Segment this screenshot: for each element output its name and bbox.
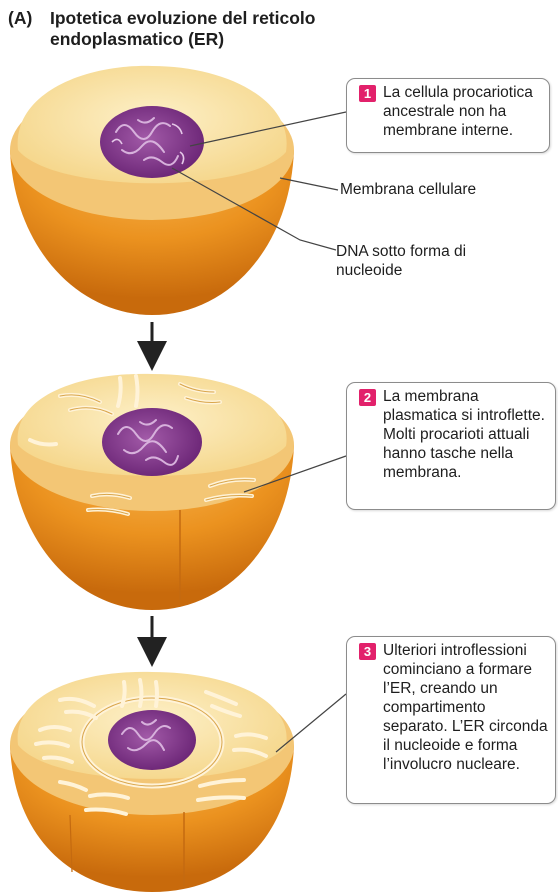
step-badge-2: 2 [359,389,376,406]
figure-title: (A)Ipotetica evoluzione del reticolo end… [8,8,528,50]
title-line-2: endoplasmatico (ER) [8,29,528,50]
step-text-1: La cellula procariotica ancestrale non h… [383,84,533,139]
cell-3-nucleoid [108,710,196,770]
cell-3-er-formation [10,672,294,892]
dna-label: DNA sotto forma di nucleoide [336,242,486,280]
callout-step-1: 1 La cellula procariotica ancestrale non… [346,78,550,153]
step-badge-3: 3 [359,643,376,660]
step-text-3: Ulteriori introflessioni cominciano a fo… [383,642,548,773]
figure-tag: (A) [8,8,50,29]
cell-2-nucleoid [102,408,202,476]
callout-step-3: 3 Ulteriori introflessioni cominciano a … [346,636,556,804]
membrane-label: Membrana cellulare [340,180,540,199]
cell-1-prokaryote [10,66,294,315]
title-line-1: Ipotetica evoluzione del reticolo [50,8,315,28]
callout-step-2: 2 La membrana plasmatica si introflette.… [346,382,556,510]
cell-2-invagination [10,374,294,610]
step-badge-1: 1 [359,85,376,102]
cell-1-nucleoid [100,106,204,178]
step-text-2: La membrana plasmatica si introflette. M… [383,388,545,481]
